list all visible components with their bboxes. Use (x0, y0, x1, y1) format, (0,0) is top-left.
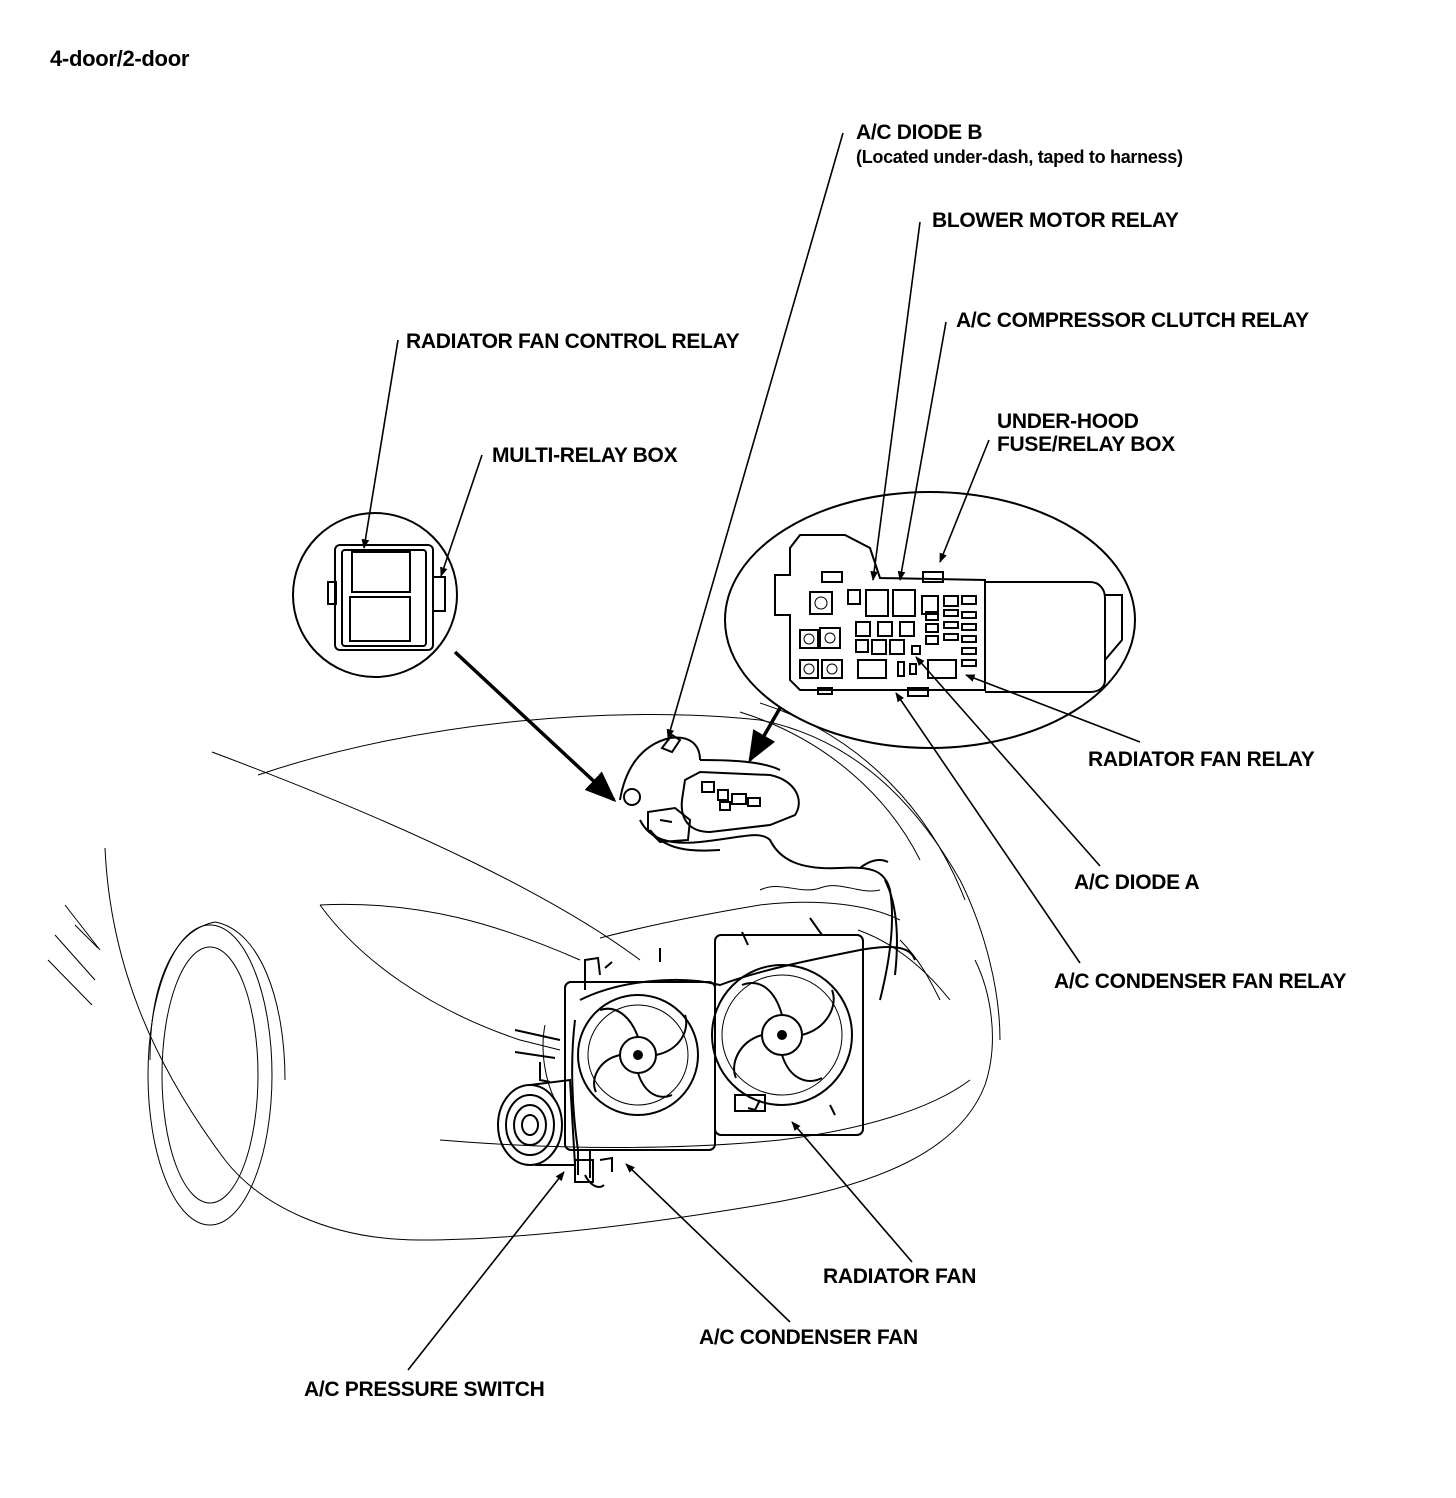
inset-arrow-multi-relay (453, 650, 617, 803)
label-ac-diode-a: A/C DIODE A (1074, 871, 1200, 894)
label-blower-motor-relay: BLOWER MOTOR RELAY (932, 209, 1179, 232)
leader-lines (361, 132, 1141, 1371)
inset-arrow-fuse-box (748, 707, 782, 763)
ac-compressor (497, 1078, 577, 1166)
label-ac-compressor-clutch-relay: A/C COMPRESSOR CLUTCH RELAY (956, 309, 1309, 332)
fan-assembly (514, 917, 916, 1151)
ac-diode-b-on-car (660, 733, 682, 754)
label-ac-pressure-switch: A/C PRESSURE SWITCH (304, 1378, 545, 1401)
page-title: 4-door/2-door (50, 46, 190, 71)
label-ac-condenser-fan: A/C CONDENSER FAN (699, 1326, 918, 1349)
label-under-hood-line2: FUSE/RELAY BOX (997, 433, 1175, 456)
label-ac-diode-b-note: (Located under-dash, taped to harness) (856, 147, 1183, 167)
label-radiator-fan-control-relay: RADIATOR FAN CONTROL RELAY (406, 330, 740, 353)
label-ac-diode-b: A/C DIODE B (856, 121, 983, 144)
under-hood-box-on-car (680, 770, 800, 834)
label-under-hood-line1: UNDER-HOOD (997, 410, 1139, 433)
multi-relay-box-inset (292, 512, 458, 678)
label-radiator-fan-relay: RADIATOR FAN RELAY (1088, 748, 1315, 771)
under-hood-fuse-relay-box-inset (724, 491, 1136, 749)
label-radiator-fan: RADIATOR FAN (823, 1265, 977, 1288)
label-multi-relay-box: MULTI-RELAY BOX (492, 444, 678, 467)
car-body-outline (47, 702, 1001, 1241)
multi-relay-box-on-car (623, 788, 692, 844)
ac-pressure-switch-part (574, 1150, 613, 1188)
label-ac-condenser-fan-relay: A/C CONDENSER FAN RELAY (1054, 970, 1347, 993)
